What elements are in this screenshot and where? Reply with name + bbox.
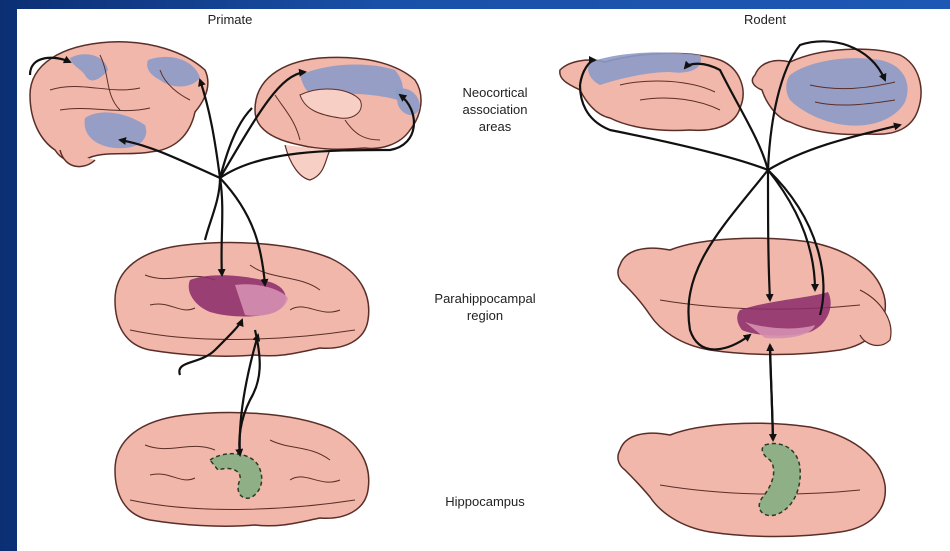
rodent-hippocampus-brain [618, 423, 885, 536]
rodent-lateral-brain [752, 49, 921, 134]
neocortical-label: Neocortical association areas [440, 84, 550, 135]
neocortical-line-3: areas [440, 118, 550, 135]
neocortical-line-2: association [440, 101, 550, 118]
neocortical-line-1: Neocortical [440, 84, 550, 101]
primate-hippocampus-brain [115, 413, 369, 527]
primate-lateral-brain [30, 42, 208, 167]
hippocampus-label: Hippocampus [430, 493, 540, 510]
parahippocampal-line-1: Parahippocampal [420, 290, 550, 307]
primate-medial-brain [255, 57, 421, 180]
rodent-heading: Rodent [735, 11, 795, 28]
primate-parahippocampal-brain [115, 243, 369, 357]
parahippocampal-label: Parahippocampal region [420, 290, 550, 324]
primate-heading: Primate [200, 11, 260, 28]
rodent-parahippocampal-brain [618, 238, 891, 354]
parahippocampal-line-2: region [420, 307, 550, 324]
